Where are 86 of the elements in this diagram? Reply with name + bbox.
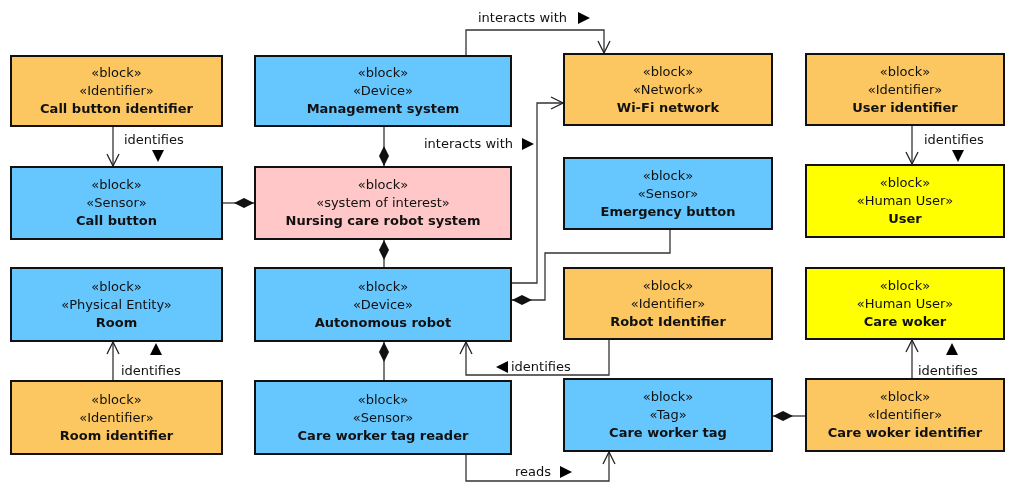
block-name: Call button (76, 212, 157, 230)
arrow (459, 339, 610, 376)
stereotype-label: «Tag» (649, 406, 687, 424)
stereotype-label: «Device» (352, 295, 414, 314)
stereotype-label: «block» (642, 388, 694, 406)
stereotype-label: «block» (91, 176, 142, 194)
block-name: Room identifier (59, 426, 174, 445)
block-box (254, 380, 512, 455)
arrow (106, 341, 120, 381)
stereotype-label: «Identifier» (867, 406, 943, 424)
block-name: Care woker identifier (827, 424, 983, 442)
edge-label: identifies (918, 363, 978, 379)
arrow (106, 126, 120, 167)
edge-label: identifies (121, 363, 181, 379)
stereotype-label: «block» (642, 62, 694, 81)
block-name: Care worker tag (609, 424, 727, 442)
composition-line (772, 411, 806, 421)
block-box (10, 166, 223, 240)
block-name: Care worker tag reader (297, 426, 469, 445)
composition-line (379, 341, 389, 381)
stereotype-label: «Identifier» (79, 408, 154, 427)
block-name: Nursing care robot system (285, 212, 481, 230)
stereotype-label: «block» (879, 388, 931, 406)
edge-label: interacts with (478, 10, 567, 26)
arrow (905, 125, 919, 165)
stereotype-label: «block» (879, 62, 931, 81)
stereotype-label: «block» (91, 390, 142, 409)
block-name: Robot Identifier (610, 312, 726, 331)
block-box (254, 166, 512, 240)
composition-line (379, 239, 389, 268)
block-box (805, 53, 1005, 126)
stereotype-label: «block» (357, 277, 409, 296)
arrow (905, 339, 919, 379)
block-box (10, 267, 223, 342)
composition-line (222, 198, 255, 208)
block-box (805, 267, 1005, 340)
block-name: User (888, 210, 922, 228)
composition-line (379, 126, 389, 167)
block-name: Call button identifier (40, 100, 193, 118)
block-name: Management system (306, 100, 460, 118)
block-box (563, 267, 773, 340)
arrow (511, 96, 564, 284)
block-box (254, 55, 512, 127)
arrow (465, 451, 616, 482)
block-box (805, 378, 1005, 452)
stereotype-label: «Human User» (856, 192, 954, 210)
block-name: Room (95, 313, 138, 332)
stereotype-label: «Physical Entity» (61, 295, 172, 314)
stereotype-label: «block» (642, 276, 694, 295)
stereotype-label: «Network» (632, 80, 704, 99)
stereotype-label: «Identifier» (79, 82, 154, 100)
composition-line (511, 229, 671, 305)
block-name: User identifier (852, 98, 958, 117)
stereotype-label: «block» (879, 174, 931, 192)
block-box (10, 380, 223, 455)
block-name: Care woker (863, 312, 947, 331)
edge-label: identifies (511, 359, 571, 375)
stereotype-label: «block» (91, 64, 142, 82)
stereotype-label: «block» (642, 166, 694, 185)
stereotype-label: «block» (91, 277, 142, 296)
stereotype-label: «Identifier» (867, 80, 943, 99)
stereotype-label: «Sensor» (637, 184, 699, 203)
stereotype-label: «block» (357, 64, 409, 82)
block-name: Wi-Fi network (616, 98, 720, 117)
stereotype-label: «Identifier» (630, 294, 706, 313)
stereotype-label: «block» (357, 390, 409, 409)
block-box (254, 267, 512, 342)
arrow (465, 29, 611, 56)
block-box (10, 55, 223, 127)
stereotype-label: «system of interest» (316, 194, 450, 212)
stereotype-label: «block» (879, 276, 931, 295)
stereotype-label: «block» (357, 176, 409, 194)
block-box (563, 53, 773, 126)
stereotype-label: «Device» (352, 82, 414, 100)
edge-label: identifies (924, 132, 984, 148)
stereotype-label: «Sensor» (86, 194, 147, 212)
edge-label: interacts with (424, 136, 513, 152)
edge-label: reads (515, 464, 552, 480)
block-name: Emergency button (600, 202, 736, 221)
edge-label: identifies (124, 132, 184, 148)
block-box (563, 378, 773, 452)
block-box (563, 157, 773, 230)
block-name: Autonomous robot (314, 313, 452, 332)
stereotype-label: «Human User» (856, 294, 954, 313)
block-box (805, 164, 1005, 238)
stereotype-label: «Sensor» (352, 408, 414, 427)
